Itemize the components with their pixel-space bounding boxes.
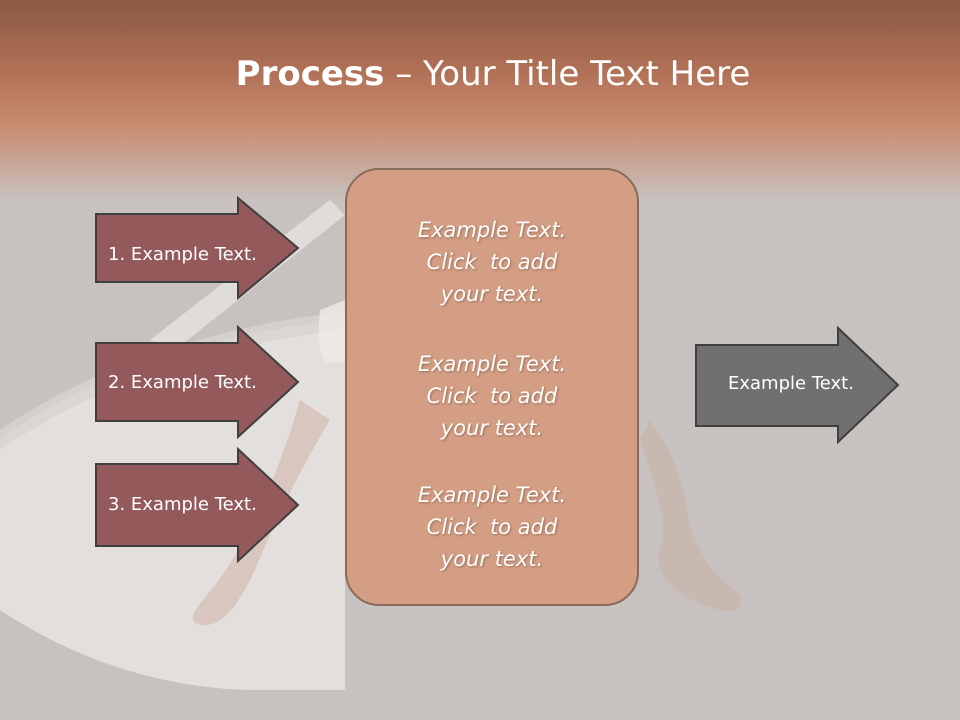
arrow-label: 2. Example Text. <box>108 372 257 393</box>
arrow-shape <box>695 325 900 445</box>
title-separator: – <box>384 54 424 94</box>
title-band <box>0 0 960 200</box>
title-rest: Your Title Text Here <box>423 54 751 94</box>
center-item-2: Example Text. Click to add your text. <box>347 348 637 444</box>
item-line: your text. <box>440 547 544 571</box>
item-line: Click to add <box>426 250 558 274</box>
title-bold: Process <box>235 54 385 94</box>
item-line: your text. <box>440 282 544 306</box>
center-text-box[interactable]: Example Text. Click to add your text. Ex… <box>345 168 639 606</box>
arrow-label: Example Text. <box>728 373 854 394</box>
item-line: Example Text. <box>417 352 567 376</box>
center-item-3: Example Text. Click to add your text. <box>347 479 637 575</box>
left-arrow-1[interactable]: 1. Example Text. <box>95 195 300 301</box>
right-arrow[interactable]: Example Text. <box>695 325 900 445</box>
item-line: your text. <box>440 416 544 440</box>
left-arrow-2[interactable]: 2. Example Text. <box>95 324 300 440</box>
item-line: Click to add <box>426 384 558 408</box>
arrow-label: 3. Example Text. <box>108 494 257 515</box>
item-line: Example Text. <box>417 218 567 242</box>
arrow-shape <box>95 324 300 440</box>
item-line: Example Text. <box>417 483 567 507</box>
arrow-shape <box>95 195 300 301</box>
left-arrow-3[interactable]: 3. Example Text. <box>95 446 300 564</box>
arrow-label: 1. Example Text. <box>108 244 257 265</box>
center-item-1: Example Text. Click to add your text. <box>347 214 637 310</box>
arrow-shape <box>95 446 300 564</box>
slide-title[interactable]: Process – Your Title Text Here <box>0 52 960 96</box>
item-line: Click to add <box>426 515 558 539</box>
